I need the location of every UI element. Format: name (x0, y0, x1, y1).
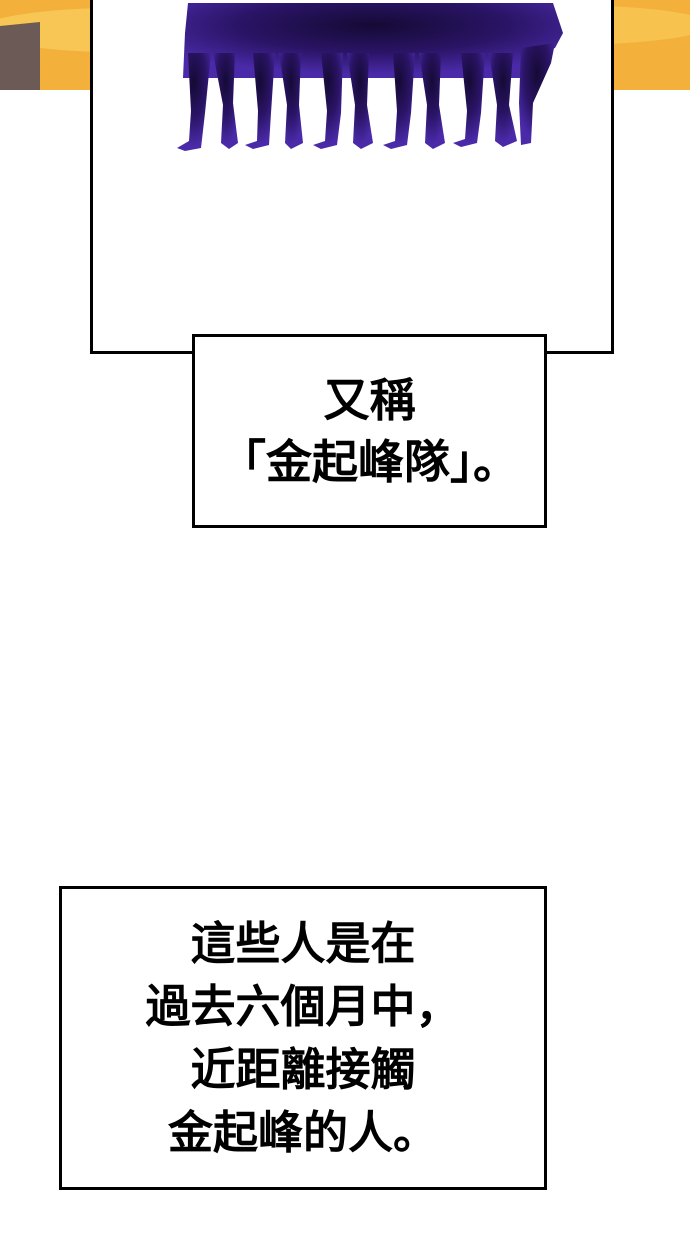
caption-line: 近距離接觸 (190, 1043, 416, 1096)
caption-line: 「金起峰隊」。 (220, 435, 519, 489)
silhouette-group-illustration (177, 3, 563, 151)
comic-panel-silhouettes (90, 0, 614, 354)
caption-line: 過去六個月中， (145, 980, 461, 1033)
caption-box-explanation: 這些人是在 過去六個月中， 近距離接觸 金起峰的人。 (59, 886, 547, 1190)
caption-line: 又稱 (323, 373, 416, 427)
caption-box-alias: 又稱 「金起峰隊」。 (192, 334, 547, 528)
caption-line: 金起峰的人。 (167, 1106, 438, 1159)
caption-line: 這些人是在 (190, 917, 416, 970)
